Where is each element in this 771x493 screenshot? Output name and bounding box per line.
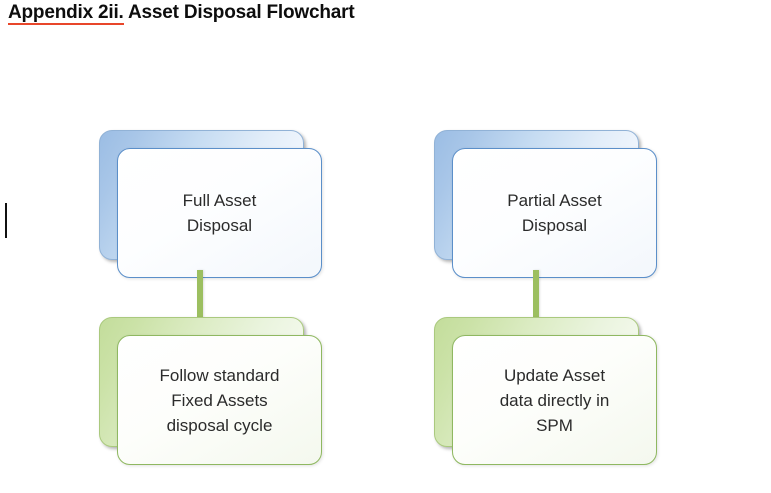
node-front-outline [117,148,322,278]
left-margin-change-bar [5,203,7,238]
node-front-outline [452,335,657,465]
node-body: Update Asset data directly in SPM [452,335,657,465]
node-front-outline [117,335,322,465]
page-title: Appendix 2ii. Asset Disposal Flowchart [8,2,355,25]
node-front-outline [452,148,657,278]
connector-partial-asset-disposal [533,270,539,320]
page-title-rest: Asset Disposal Flowchart [123,2,355,23]
connector-full-asset-disposal [197,270,203,320]
page-title-misspelled-token: Appendix 2ii. [8,2,124,25]
